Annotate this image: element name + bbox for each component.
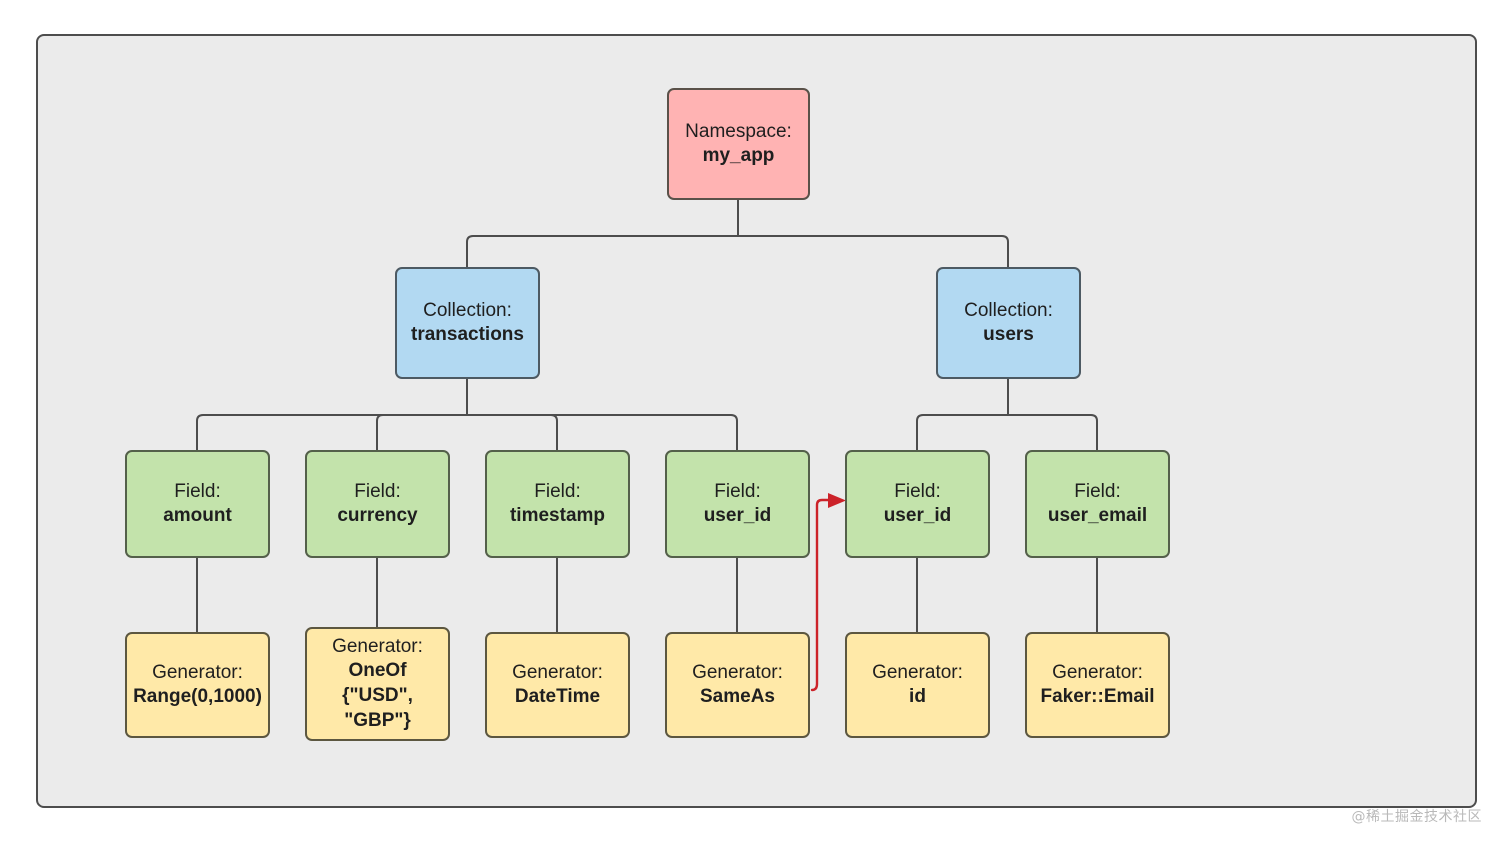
node-field-transactions-user-id[interactable]: Field: user_id <box>665 450 810 558</box>
node-field-timestamp[interactable]: Field: timestamp <box>485 450 630 558</box>
node-value-label: SameAs <box>700 686 775 707</box>
node-kind-label: Field: <box>354 480 401 502</box>
node-value-label: OneOf {"USD", "GBP"} <box>342 660 413 731</box>
node-generator-id[interactable]: Generator: id <box>845 632 990 738</box>
node-value-label: amount <box>163 505 232 526</box>
node-kind-label: Collection: <box>423 299 512 321</box>
node-value-label: users <box>983 324 1034 345</box>
node-kind-label: Namespace: <box>685 120 792 142</box>
node-value-label: timestamp <box>509 505 606 526</box>
watermark: @稀土掘金技术社区 <box>1351 809 1482 825</box>
node-value-label: transactions <box>411 324 524 345</box>
node-field-amount[interactable]: Field: amount <box>125 450 270 558</box>
node-namespace-my-app[interactable]: Namespace: my_app <box>667 88 810 200</box>
node-kind-label: Generator: <box>692 661 783 683</box>
node-field-currency[interactable]: Field: currency <box>305 450 450 558</box>
node-value-label: my_app <box>702 145 775 166</box>
node-generator-oneof[interactable]: Generator: OneOf {"USD", "GBP"} <box>305 627 450 741</box>
node-kind-label: Generator: <box>332 635 423 657</box>
node-kind-label: Generator: <box>1052 661 1143 683</box>
node-kind-label: Field: <box>534 480 581 502</box>
node-kind-label: Generator: <box>512 661 603 683</box>
node-field-user-email[interactable]: Field: user_email <box>1025 450 1170 558</box>
node-value-label: user_email <box>1047 505 1148 526</box>
node-value-label: user_id <box>883 505 952 526</box>
node-kind-label: Field: <box>894 480 941 502</box>
node-value-label: DateTime <box>514 686 601 707</box>
node-generator-datetime[interactable]: Generator: DateTime <box>485 632 630 738</box>
node-collection-transactions[interactable]: Collection: transactions <box>395 267 540 379</box>
node-kind-label: Field: <box>714 480 761 502</box>
node-value-label: currency <box>337 505 418 526</box>
node-field-users-user-id[interactable]: Field: user_id <box>845 450 990 558</box>
node-kind-label: Field: <box>174 480 221 502</box>
node-kind-label: Collection: <box>964 299 1053 321</box>
node-kind-label: Field: <box>1074 480 1121 502</box>
node-generator-faker-email[interactable]: Generator: Faker::Email <box>1025 632 1170 738</box>
node-value-label: id <box>909 686 926 707</box>
node-generator-range[interactable]: Generator: Range(0,1000) <box>125 632 270 738</box>
node-kind-label: Generator: <box>152 661 243 683</box>
node-kind-label: Generator: <box>872 661 963 683</box>
node-collection-users[interactable]: Collection: users <box>936 267 1081 379</box>
node-value-label: user_id <box>703 505 772 526</box>
node-generator-sameas[interactable]: Generator: SameAs <box>665 632 810 738</box>
node-value-label: Range(0,1000) <box>133 686 262 707</box>
node-value-label: Faker::Email <box>1040 686 1155 707</box>
